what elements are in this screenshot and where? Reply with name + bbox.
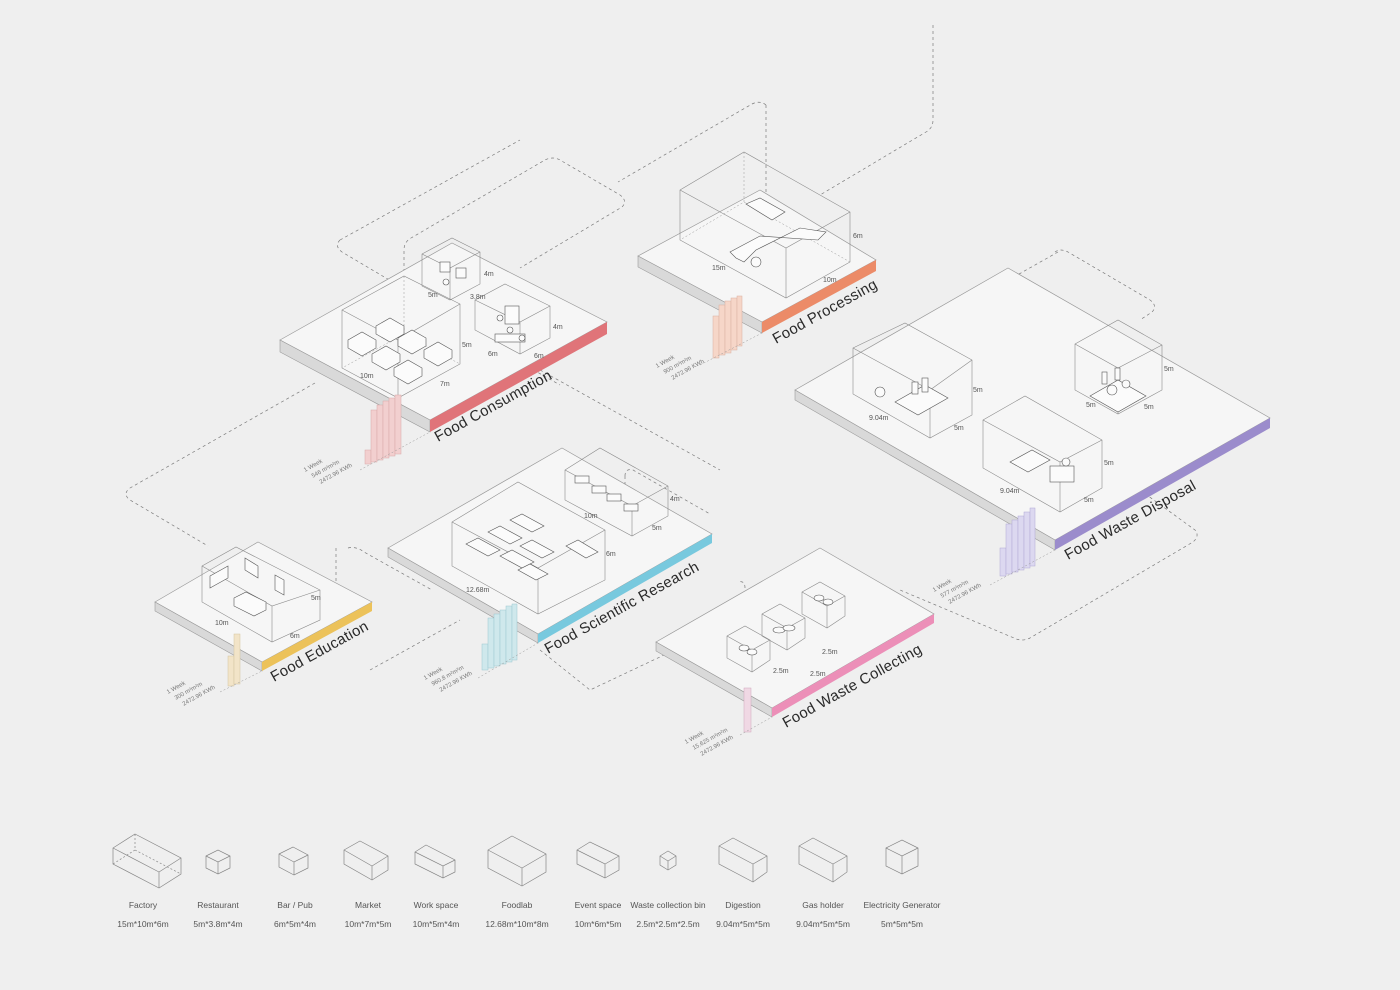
dim-label: 5m: [954, 425, 964, 432]
event-space-box-icon: [576, 841, 620, 879]
zone-color-strip: [762, 260, 876, 333]
diagram-canvas: .plat-top { fill:#f6f6f6; stroke:#9a9a9a…: [125, 25, 1271, 758]
dim-label: 10m: [215, 620, 229, 627]
waste-bin-building: [801, 581, 846, 629]
restaurant-building: [421, 237, 481, 301]
dim-label: 4m: [484, 271, 494, 278]
event-space-building: [201, 546, 321, 643]
electricity-generator-box-icon: [885, 839, 919, 875]
dim-label: 6m: [853, 233, 863, 240]
zone-stats: 1 Week 300 m²m²m 2472.96 KWh: [166, 680, 216, 707]
factory-building: [679, 151, 851, 299]
dim-label: 6m: [606, 551, 616, 558]
market-building: [341, 275, 461, 399]
energy-bar-chart: [227, 633, 241, 687]
dim-label: 2.5m: [822, 649, 838, 656]
digestion-building: [852, 322, 973, 439]
dim-label: 2.5m: [773, 668, 789, 675]
electricity-generator-building: [1074, 319, 1163, 415]
zone-food-scientific-research: 12.68m 6m 10m 5m 4m Food Scientific Rese…: [387, 447, 713, 694]
dim-label: 2.5m: [810, 671, 826, 678]
dim-label: 5m: [462, 342, 472, 349]
dim-label: 7m: [440, 381, 450, 388]
zone-color-strip: [262, 602, 372, 671]
waste-bin-box-icon: [659, 850, 677, 871]
foodlab-building: [451, 481, 606, 615]
dim-label: 5m: [973, 387, 983, 394]
dim-label: 5m: [1104, 460, 1114, 467]
zone-food-processing: 15m 10m 6m Food Processing 1 Week 900 m²…: [637, 151, 880, 382]
dim-label: 3.8m: [470, 294, 486, 301]
dim-label: 6m: [488, 351, 498, 358]
zone-stats: 1 Week 900 m²m²m 2472.96 KWh: [655, 354, 705, 381]
work-space-box-icon: [414, 844, 456, 879]
dim-label: 5m: [1164, 366, 1174, 373]
zone-color-strip: [538, 534, 712, 643]
foodlab-box-icon: [487, 835, 547, 887]
bar-pub-box-icon: [278, 846, 309, 876]
market-box-icon: [343, 840, 389, 881]
energy-bar-chart: [712, 295, 743, 359]
dim-label: 6m: [534, 353, 544, 360]
dim-label: 5m: [428, 292, 438, 299]
dim-label: 9.04m: [869, 415, 889, 422]
dim-label: 5m: [1144, 404, 1154, 411]
zone-stats: 1 Week 577 m²m²m 2472.96 KWh: [932, 578, 982, 605]
energy-bar-chart: [743, 687, 752, 733]
energy-bar-chart: [999, 507, 1036, 577]
factory-box-icon: [112, 833, 182, 889]
restaurant-box-icon: [205, 849, 231, 875]
zone-food-waste-disposal: 9.04m 5m 5m 9.04m 5m 5m 5m 5m 5m Food Wa…: [794, 267, 1271, 606]
zone-color-strip: [772, 614, 934, 717]
zone-food-consumption: 4m 5m 3.8m 10m 7m 5m 6m 6m 4m Food Consu…: [279, 237, 608, 486]
dim-label: 10m: [584, 513, 598, 520]
waste-bin-building: [761, 603, 806, 651]
gas-holder-box-icon: [798, 837, 848, 883]
dim-label: 4m: [670, 496, 680, 503]
dim-label: 15m: [712, 265, 726, 272]
dim-label: 10m: [823, 277, 837, 284]
zone-color-strip: [1055, 418, 1270, 550]
energy-bar-chart: [364, 394, 402, 465]
digestion-box-icon: [718, 837, 768, 883]
dim-label: 10m: [360, 373, 374, 380]
energy-bar-chart: [481, 603, 518, 671]
zone-stats: 1 Week 960.8 m²m²m 2472.96 KWh: [423, 665, 473, 693]
gas-holder-building: [982, 395, 1103, 513]
work-space-building: [564, 447, 669, 537]
dim-label: 6m: [290, 633, 300, 640]
zone-food-waste-collecting: 2.5m 2.5m 2.5m Food Waste Collecting 1 W…: [655, 547, 935, 758]
zone-stats: 1 Week 15.625 m²m²m 2472.96 KWh: [684, 728, 734, 758]
dim-label: 5m: [1086, 402, 1096, 409]
dim-label: 9.04m: [1000, 488, 1020, 495]
dim-label: 5m: [652, 525, 662, 532]
bar-building: [474, 283, 551, 355]
waste-bin-building: [726, 625, 771, 673]
dim-label: 12.68m: [466, 587, 490, 594]
zone-color-strip: [430, 322, 607, 432]
dim-label: 5m: [1084, 497, 1094, 504]
dim-label: 5m: [311, 595, 321, 602]
zone-stats: 1 Week 546 m²m²m 2472.96 KWh: [303, 458, 353, 485]
dim-label: 4m: [553, 324, 563, 331]
zone-food-education: 10m 6m 5m Food Education 1 Week 300 m²m²…: [154, 541, 373, 708]
